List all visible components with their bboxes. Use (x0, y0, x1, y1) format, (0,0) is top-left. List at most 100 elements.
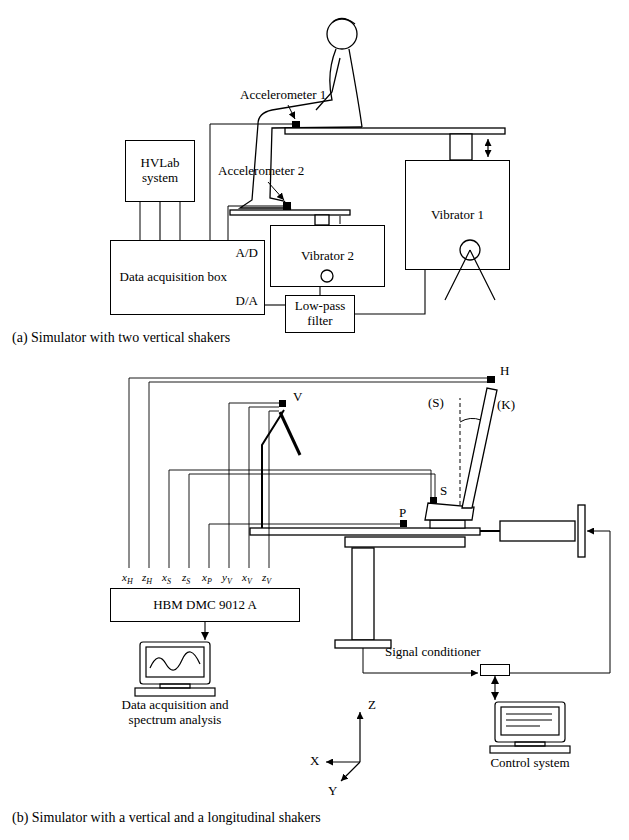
node-label: Vibrator 2 (301, 249, 354, 264)
sensor-label: P (399, 506, 406, 520)
keyboard (490, 746, 570, 753)
signal-name: yV (222, 571, 232, 587)
daq-box: Data acquisition box A/D D/A (110, 240, 265, 315)
signal-index: S (167, 577, 171, 586)
signal-letter: z (262, 571, 266, 583)
arm (316, 58, 340, 110)
signal-wire (228, 206, 283, 240)
position-label: (S) (428, 396, 444, 410)
human-figure (240, 18, 362, 208)
connector (265, 304, 285, 305)
monitor (140, 642, 210, 684)
node-label: HBM DMC 9012 A (153, 598, 257, 613)
screen (146, 647, 204, 677)
slider (345, 537, 465, 547)
sensor-p (400, 520, 407, 527)
signal-name: zS (182, 571, 190, 587)
node-label: Vibrator 1 (431, 208, 484, 223)
filter-box: Low-pass filter (285, 295, 355, 333)
signal-index: H (127, 577, 133, 586)
seat-support (450, 134, 472, 160)
computer-1 (135, 642, 215, 696)
steering-column (262, 410, 284, 528)
accelerometer-1 (292, 121, 300, 128)
port-label: A/D (236, 246, 258, 261)
drive-wire (510, 531, 610, 673)
foot-plate (230, 210, 350, 215)
connector (355, 270, 425, 314)
conditioner-box (480, 664, 510, 676)
conditioner-node: Signal conditioner (385, 645, 510, 681)
signal-name: zV (262, 571, 271, 587)
signal-name: zH (142, 571, 152, 587)
signal-name: xH (122, 571, 133, 587)
computer-2 (490, 702, 570, 753)
screen (501, 707, 559, 735)
signal-name: xV (242, 571, 252, 587)
keyboard (135, 688, 215, 696)
signal-letter: z (182, 571, 186, 583)
axis-label: X (310, 754, 319, 768)
sensor-v (279, 400, 286, 407)
signal-wire (189, 474, 435, 568)
sensor-label: H (500, 364, 509, 378)
shaker-rod (480, 530, 500, 532)
monitor (495, 702, 565, 742)
signal-name: xS (162, 571, 171, 587)
amplifier-box: HBM DMC 9012 A (110, 588, 300, 622)
connector (319, 287, 320, 295)
sensor-label: S (440, 484, 447, 498)
y-axis (341, 762, 360, 781)
signal-letter: z (142, 571, 146, 583)
connector (159, 202, 160, 240)
motion-mark (340, 216, 341, 224)
accelerometer-2 (283, 202, 291, 210)
connector (204, 622, 205, 640)
daq-ports: A/D D/A (233, 244, 261, 311)
signal-index: V (247, 577, 252, 586)
sensor-label: Accelerometer 1 (240, 88, 326, 102)
x-axis (326, 761, 360, 762)
axis-label: Z (368, 698, 376, 712)
platform (250, 528, 480, 535)
longitudinal-shaker (500, 521, 575, 541)
sensor-s (430, 497, 437, 503)
signal-wire (169, 470, 431, 568)
shaker-mount (578, 505, 585, 557)
sensor-h (487, 376, 495, 383)
signal-letter: x (162, 571, 167, 583)
hair (333, 18, 355, 24)
signal-index: S (186, 577, 190, 586)
sensor-label: Accelerometer 2 (218, 164, 304, 178)
node-label: Data acquisition box (120, 270, 228, 285)
head (327, 19, 357, 49)
signal-name: xP (202, 571, 212, 587)
signal-wires (129, 378, 487, 568)
figure-caption: (a) Simulator with two vertical shakers (12, 330, 230, 345)
backrest (462, 388, 497, 508)
shaker-base (335, 640, 391, 648)
leader-line (268, 182, 284, 200)
signal-wire (149, 382, 487, 568)
back (349, 49, 362, 127)
signal-index: V (266, 577, 271, 586)
z-axis (359, 712, 360, 762)
signal-wire (209, 524, 400, 568)
daq-left: Data acquisition box (114, 244, 233, 311)
signal-index: P (207, 577, 212, 586)
node-label: Low-pass filter (289, 299, 351, 329)
signal-wire (129, 378, 487, 568)
node-label: Data acquisition and spectrum analysis (105, 698, 245, 728)
computer-node: Control system (470, 700, 590, 790)
computer-node: Data acquisition and spectrum analysis (105, 640, 245, 740)
equipment-box: HVLab system (125, 140, 195, 202)
port-label: D/A (236, 294, 258, 309)
position-label: (K) (497, 398, 515, 412)
leader-line (288, 105, 295, 119)
signal-letter: x (122, 571, 127, 583)
signal-letter: y (222, 571, 227, 583)
backrest-upright (460, 398, 461, 505)
